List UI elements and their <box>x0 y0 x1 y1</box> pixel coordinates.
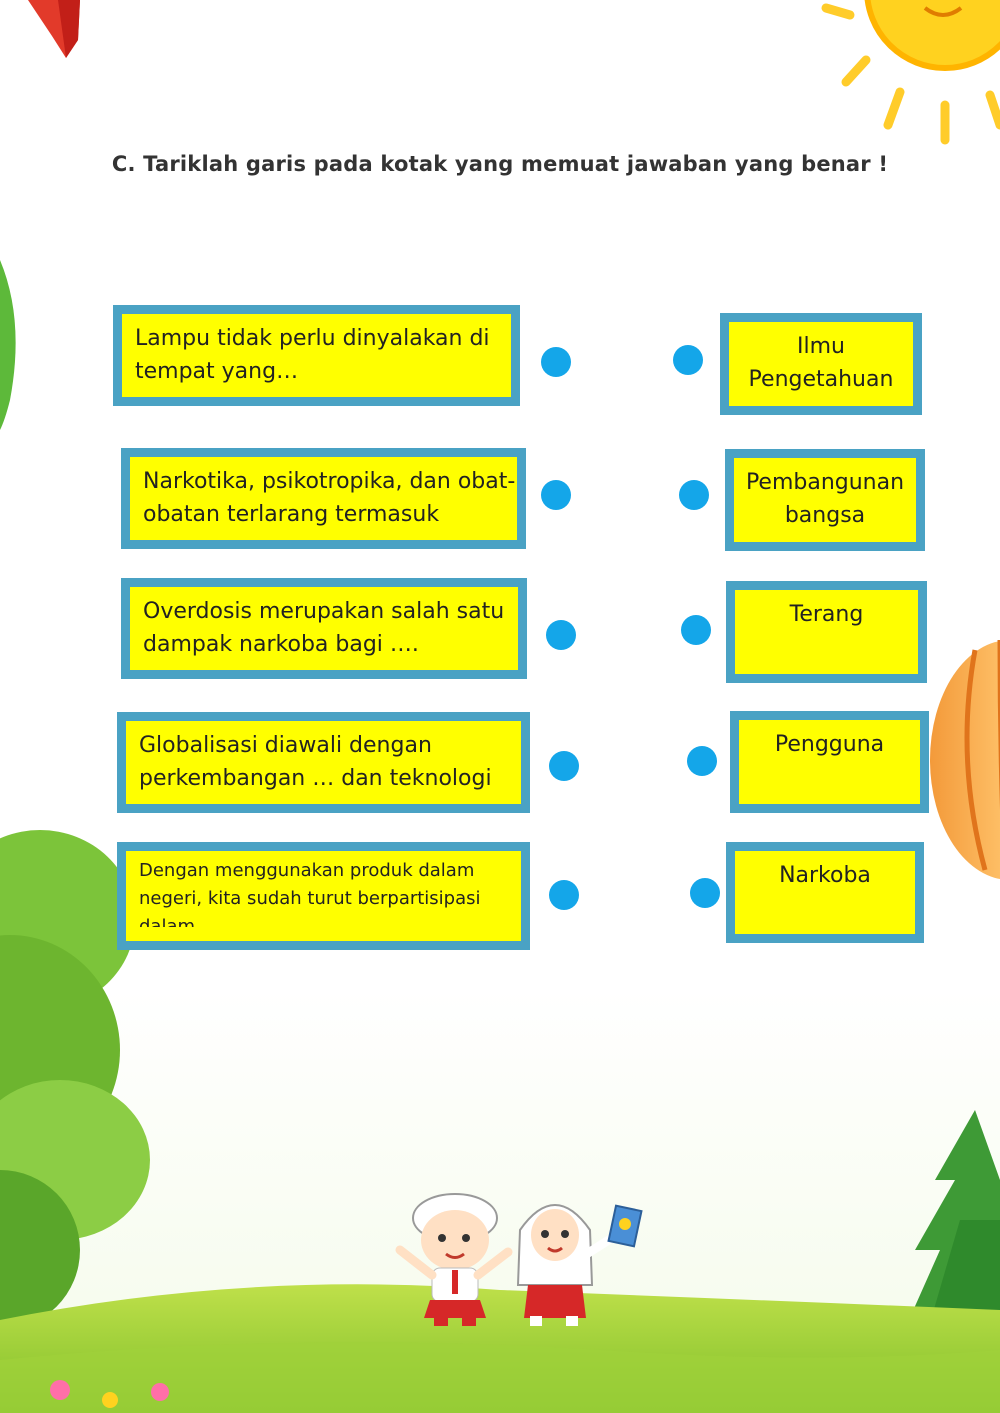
answer-box-2: Pembangunan bangsa <box>725 449 925 551</box>
question-box-5: Dengan menggunakan produk dalam negeri, … <box>117 842 530 950</box>
answer-connector-dot-4[interactable] <box>687 746 717 776</box>
question-connector-dot-2[interactable] <box>541 480 571 510</box>
question-text: Globalisasi diawali dengan perkembangan … <box>139 733 492 791</box>
instruction-heading: C. Tariklah garis pada kotak yang memuat… <box>0 152 1000 176</box>
question-connector-dot-5[interactable] <box>549 880 579 910</box>
question-connector-dot-4[interactable] <box>549 751 579 781</box>
question-text: Overdosis merupakan salah satu dampak na… <box>143 599 505 657</box>
question-connector-dot-1[interactable] <box>541 347 571 377</box>
question-box-4: Globalisasi diawali dengan perkembangan … <box>117 712 530 813</box>
answer-connector-dot-5[interactable] <box>690 878 720 908</box>
answer-box-3: Terang <box>726 581 927 683</box>
flower-decoration <box>50 1380 169 1408</box>
answer-box-4: Pengguna <box>730 711 929 813</box>
answer-text: Pengguna <box>774 732 885 757</box>
answer-text: Pembangunan bangsa <box>745 470 905 528</box>
rocket-decoration <box>28 0 80 58</box>
students-illustration <box>395 1193 643 1326</box>
sun-decoration <box>821 0 1000 145</box>
question-text: Narkotika, psikotropika, dan obat-obatan… <box>143 469 516 527</box>
question-text: Lampu tidak perlu dinyalakan di tempat y… <box>135 326 490 384</box>
answer-box-1: Ilmu Pengetahuan <box>720 313 922 415</box>
balloon-decoration <box>930 640 1000 880</box>
answer-text: Terang <box>789 602 864 627</box>
section-label: C. <box>111 152 136 176</box>
answer-connector-dot-1[interactable] <box>673 345 703 375</box>
question-box-1: Lampu tidak perlu dinyalakan di tempat y… <box>113 305 520 406</box>
tree-decoration <box>0 830 150 1330</box>
question-box-2: Narkotika, psikotropika, dan obat-obatan… <box>121 448 526 549</box>
answer-text: Narkoba <box>779 863 871 888</box>
question-box-3: Overdosis merupakan salah satu dampak na… <box>121 578 527 679</box>
answer-connector-dot-3[interactable] <box>681 615 711 645</box>
question-text: Dengan menggunakan produk dalam negeri, … <box>139 860 481 927</box>
answer-connector-dot-2[interactable] <box>679 480 709 510</box>
leaf-decoration <box>0 260 16 430</box>
question-connector-dot-3[interactable] <box>546 620 576 650</box>
answer-text: Ilmu Pengetahuan <box>748 334 894 392</box>
answer-box-5: Narkoba <box>726 842 924 943</box>
instruction-text: Tariklah garis pada kotak yang memuat ja… <box>143 152 889 176</box>
